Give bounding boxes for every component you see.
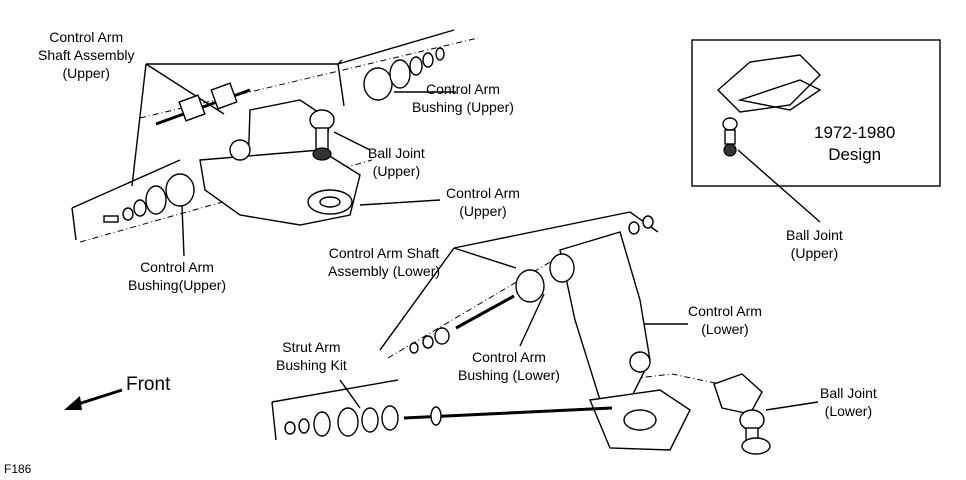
figure-code: F186 [4, 462, 32, 476]
front-arrow-icon [64, 388, 123, 410]
lower-control-arm-shaft [409, 215, 654, 354]
upper-control-arm-body [199, 99, 361, 226]
label-front: Front [126, 374, 171, 395]
ball-joint-upper-leader [333, 131, 371, 151]
upper-control-arm-shaft [155, 82, 251, 126]
strut-kit-leader [339, 379, 361, 409]
control-arm-upper-leader [359, 199, 441, 206]
shaft-upper-leader [146, 59, 343, 65]
lower-shaft-axis [387, 247, 575, 359]
label-control-arm-lower: Control Arm(Lower) [688, 303, 762, 337]
lower-control-arm-body [559, 231, 691, 451]
ball-joint-lower-leader [765, 401, 819, 411]
lower-ball-joint [713, 373, 771, 455]
bushing-lower-leader [519, 293, 545, 347]
inset-frame [691, 39, 941, 187]
label-control-arm-upper: Control Arm(Upper) [446, 185, 520, 219]
upper-bushing-left-stack [103, 173, 195, 223]
upper-bushing-right-stack [363, 47, 445, 101]
inset-upper-arm [716, 54, 822, 157]
inset-ball-joint-leader [737, 149, 821, 223]
strut-bushing-kit [284, 405, 399, 437]
label-ball-joint-lower: Ball Joint(Lower) [820, 385, 877, 419]
upper-ball-joint [309, 109, 335, 161]
label-ball-joint-upper: Ball Joint(Upper) [368, 145, 425, 179]
strut-rod [403, 406, 613, 426]
bushing-upper-left-leader [181, 205, 185, 257]
label-ball-joint-upper-inset: Ball Joint(Upper) [786, 227, 843, 261]
